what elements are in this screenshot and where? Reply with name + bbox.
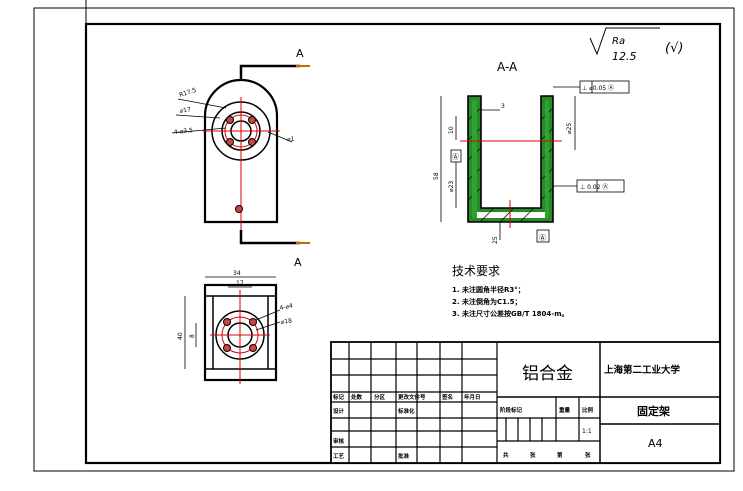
dim-leader xyxy=(175,114,221,119)
dim-leader xyxy=(171,127,227,134)
datum-left: Ⓐ xyxy=(452,153,459,161)
dim-leader xyxy=(255,321,281,331)
tb-stage-label: 阶段标记 xyxy=(500,406,523,414)
stage-grid xyxy=(497,397,600,442)
datum-bottom: Ⓐ xyxy=(539,234,546,242)
section-label-a-top: A xyxy=(296,47,304,60)
dim-leader xyxy=(177,98,227,109)
front-hole xyxy=(248,116,256,124)
roughness-ra: Ra xyxy=(612,36,625,47)
dim-section-left-long: 58 xyxy=(433,172,440,180)
dim-section-bottom: 25 xyxy=(492,236,499,244)
section-boss-left xyxy=(472,100,477,218)
title-block: 标记 处数 分区 更改文件号 签名 年月日 设计 标准化 审核 工艺 批准 铝合… xyxy=(330,341,721,464)
tb-approve: 批准 xyxy=(398,452,410,460)
tb-sheet-no: 第 xyxy=(557,451,563,459)
tb-review: 审核 xyxy=(333,437,345,445)
tb-standard: 标准化 xyxy=(397,407,415,415)
dim-section-inner: ⌀25 xyxy=(566,123,573,134)
front-bottom-hole xyxy=(235,205,243,213)
sheet-outer-border xyxy=(33,7,735,472)
dim-bottom-height: 40 xyxy=(177,332,184,340)
dim-bottom-width: 34 xyxy=(233,270,241,277)
tb-process: 工艺 xyxy=(333,452,345,460)
revision-grid xyxy=(331,342,498,463)
dim-section-dia: ⌀23 xyxy=(448,181,455,192)
tb-header: 更改文件号 xyxy=(398,393,426,401)
tb-header: 处数 xyxy=(350,393,363,401)
tb-part-name: 固定架 xyxy=(637,404,670,418)
roughness-symbol-icon xyxy=(589,27,660,56)
dim-leader xyxy=(255,309,281,321)
bottom-hole xyxy=(249,318,257,326)
bottom-hole xyxy=(223,344,231,352)
section-line-bottom xyxy=(239,230,300,245)
tb-sheet-unit: 张 xyxy=(530,451,536,459)
roughness-rest: (√) xyxy=(665,41,683,56)
gdt-frame-mid xyxy=(576,179,625,193)
dim-section-top: 3 xyxy=(501,103,505,110)
tb-header: 分区 xyxy=(374,393,386,401)
front-hole xyxy=(226,138,234,146)
tb-sheet-size: A4 xyxy=(648,437,663,450)
dim-d17: ⌀17 xyxy=(179,106,191,115)
gdt-mid-text: ⊥ 0.02 Ⓐ xyxy=(580,183,608,191)
gdt-top-text: ⊥ ⌀0.05 Ⓐ xyxy=(582,84,614,92)
bottom-hole xyxy=(223,318,231,326)
section-view: A-A Ra 12.5 (√) xyxy=(433,27,683,244)
tb-sheet-total: 共 xyxy=(503,451,509,459)
datum-box-bottom xyxy=(536,229,550,243)
bottom-hole xyxy=(249,344,257,352)
dim-section-left-short: 10 xyxy=(448,126,455,134)
section-label-a-bottom: A xyxy=(294,256,302,269)
front-hole xyxy=(248,138,256,146)
tb-header: 年月日 xyxy=(464,393,481,401)
front-view-outline xyxy=(203,78,279,224)
tb-scale-label: 比例 xyxy=(582,406,594,414)
section-view-title: A-A xyxy=(497,60,518,74)
dim-bottom-hole: 4-⌀4 xyxy=(279,302,294,312)
tb-sheet-unit2: 张 xyxy=(585,451,591,459)
tb-scale-value: 1:1 xyxy=(582,428,592,435)
tb-header: 签名 xyxy=(441,393,453,401)
tech-req-line: 3. 未注尺寸公差按GB/T 1804-m。 xyxy=(452,309,569,318)
tech-req-line: 1. 未注圆角半径R3°； xyxy=(452,285,525,294)
tb-material: 铝合金 xyxy=(522,364,573,384)
datum-box-left xyxy=(450,149,462,163)
dim-r: R17.5 xyxy=(178,87,197,99)
tech-req-title: 技术要求 xyxy=(452,264,500,278)
dim-bottom-left: 8 xyxy=(189,334,196,338)
roughness-value: 12.5 xyxy=(612,50,637,63)
dim-hole: 4-⌀3.5 xyxy=(173,127,193,136)
bottom-view: 34 17 40 8 4-⌀4 ⌀18 xyxy=(177,270,294,384)
front-hole xyxy=(226,116,234,124)
dim-bottom-inner: 17 xyxy=(236,280,244,287)
tech-req-line: 2. 未注倒角为C1.5； xyxy=(452,297,522,306)
section-boss-right xyxy=(545,100,549,218)
tb-weight-label: 重量 xyxy=(559,406,571,414)
section-line-top xyxy=(239,64,300,80)
tb-header: 标记 xyxy=(332,393,345,401)
tech-requirements: 技术要求 1. 未注圆角半径R3°； 2. 未注倒角为C1.5； 3. 未注尺寸… xyxy=(452,264,569,318)
dim-d1: ⌀1 xyxy=(287,136,295,143)
dim-leader xyxy=(267,131,293,143)
tb-school: 上海第二工业大学 xyxy=(604,364,681,376)
tb-design: 设计 xyxy=(333,407,345,415)
dim-bottom-d: ⌀18 xyxy=(280,317,292,326)
front-view: A A R17.5 ⌀17 4-⌀3.5 ⌀1 xyxy=(171,47,310,269)
